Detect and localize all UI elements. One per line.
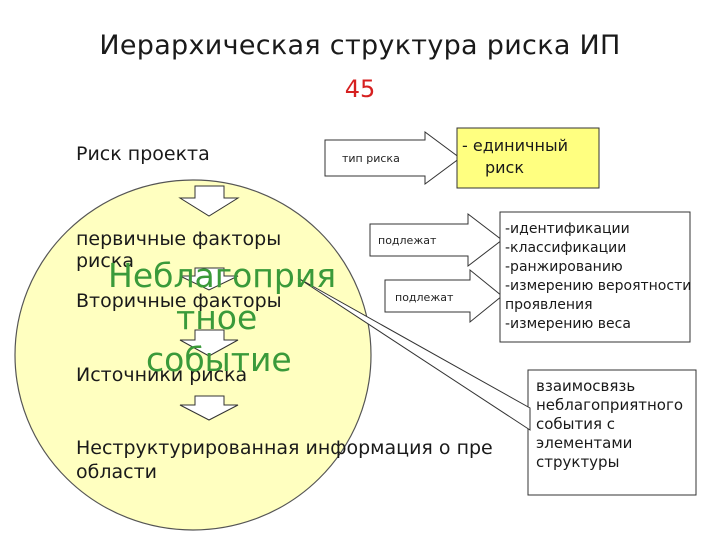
label-secondary-factors: Вторичные факторы [76, 290, 282, 312]
arrow-label-subject-to-2: подлежат [395, 291, 454, 304]
single-risk-box [456, 127, 600, 189]
single-risk-line2: риск [485, 158, 525, 177]
event-label-line2: тное [176, 298, 258, 337]
action-item: проявления [505, 297, 593, 313]
arrow-label-subject-to-1: подлежат [378, 234, 437, 247]
risk-circle [14, 179, 372, 531]
page-title: Иерархическая структура риска ИП [99, 30, 621, 61]
label-project-risk: Риск проекта [76, 143, 210, 165]
actions-list: -идентификации -классификации -ранжирова… [505, 220, 692, 334]
label-unstructured-info: Неструктурированная информация о пре [76, 437, 493, 459]
relation-line: неблагоприятного [536, 396, 684, 414]
arrow-risk-type [324, 131, 461, 185]
page-number-text: 45 [344, 75, 376, 103]
page-number: 45 [0, 75, 720, 103]
arrow-label-risk-type: тип риска [342, 152, 400, 165]
relation-text: взаимосвязь неблагоприятного события с э… [536, 377, 683, 472]
down-arrow-2 [179, 267, 239, 291]
relation-box [527, 369, 697, 496]
down-arrow-4 [179, 395, 239, 421]
action-item: -измерению вероятности [505, 278, 692, 294]
action-item: -ранжированию [505, 259, 623, 275]
label-risk-sources: Источники риска [76, 364, 248, 386]
event-label-line3: событие [146, 340, 292, 379]
arrow-subject-to-2 [384, 268, 503, 324]
down-arrow-1 [178, 185, 240, 217]
arrow-subject-to-1 [369, 212, 503, 268]
label-primary-factors-risk: риска [76, 250, 134, 272]
relation-line: элементами [536, 434, 633, 452]
event-label-line1: Неблагоприя [108, 256, 337, 295]
relation-line: структуры [536, 453, 620, 471]
action-item: -измерению веса [505, 316, 631, 332]
action-item: -идентификации [505, 221, 630, 237]
label-primary-factors: первичные факторы [76, 228, 282, 250]
single-risk-line1: - единичный [462, 136, 568, 155]
actions-box [499, 211, 691, 343]
down-arrow-3 [179, 329, 239, 357]
action-item: -классификации [505, 240, 627, 256]
relation-line: взаимосвязь [536, 377, 636, 395]
callout-pointer [297, 277, 531, 431]
relation-line: события с [536, 415, 616, 433]
label-unstructured-area: области [76, 461, 157, 483]
